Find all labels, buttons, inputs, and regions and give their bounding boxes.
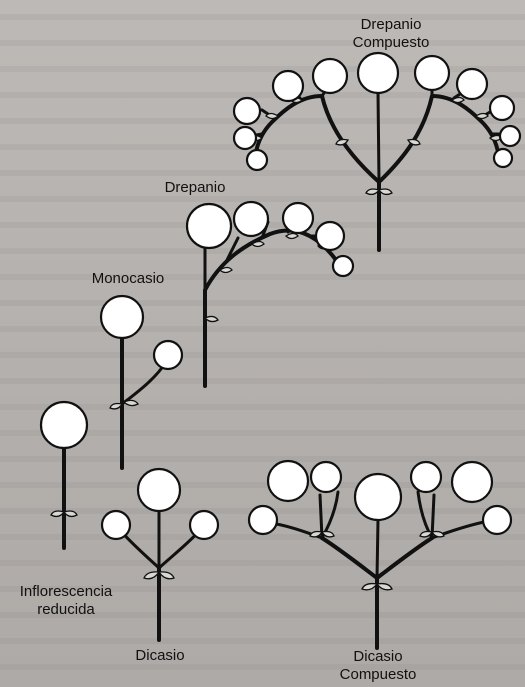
drepanio-flower-5 [333,256,353,276]
drep-comp-left-flower-3 [234,98,260,124]
dicasio-right-flower [190,511,218,539]
drep-comp-central-flower [358,53,398,93]
label-drepanio-compuesto-line1: Drepanio [335,16,447,34]
dic-comp-right-axis [377,538,432,578]
dic-comp-bract-left [362,584,377,590]
drep-comp-left-axis [256,96,379,182]
label-monocasio: Monocasio [80,270,176,288]
drep-comp-left-bract-3 [266,114,278,119]
drep-comp-right-flower-4 [500,126,520,146]
dic-comp-central-branch [377,520,378,578]
dic-comp-left-central-flower [268,461,308,501]
drepanio-flower-4 [316,222,344,250]
drep-comp-right-bract-2 [452,98,464,103]
inflorescencia-reducida-figure [41,402,87,548]
label-drepanio-compuesto-line2: Compuesto [335,34,447,52]
label-drepanio-compuesto: Drepanio Compuesto [335,16,447,52]
drep-comp-right-flower-1 [415,56,449,90]
drep-comp-left-flower-2 [273,71,303,101]
dic-comp-left-outer-flower [249,506,277,534]
drep-comp-central-branch [378,92,379,182]
dicasio-bract-left [144,572,159,579]
drep-comp-right-bract-3 [476,114,488,119]
drepanio-bract-2 [220,268,232,273]
monocasio-terminal-flower [101,296,143,338]
monocasio-figure [101,296,182,468]
drep-comp-right-axis [379,96,498,182]
dic-comp-left-inner-flower [311,462,341,492]
dicasio-compuesto-figure [249,461,511,648]
label-inflorescencia-line1: Inflorescencia [4,583,128,601]
dic-comp-right-outer-flower [483,506,511,534]
drep-comp-right-flower-2 [457,69,487,99]
drep-comp-left-flower-4 [234,127,256,149]
dic-comp-right-inner-flower [411,462,441,492]
reducida-flower [41,402,87,448]
drep-comp-right-flower-5 [494,149,512,167]
monocasio-branch [122,362,166,404]
drepanio-figure [187,202,353,386]
monocasio-bract-right [124,400,138,405]
drep-comp-left-flower-1 [313,59,347,93]
dic-comp-central-flower [355,474,401,520]
drepanio-bract-4 [286,234,298,239]
dic-comp-left-axis [322,538,377,578]
label-inflorescencia-line2: reducida [4,601,128,619]
dicasio-central-flower [138,469,180,511]
dicasio-left-flower [102,511,130,539]
label-drepanio: Drepanio [150,179,240,197]
drepanio-compuesto-figure [234,53,520,250]
drepanio-axis [205,230,336,386]
drep-comp-left-flower-5 [247,150,267,170]
drepanio-flower-3 [283,203,313,233]
dic-comp-right-central-flower [452,462,492,502]
label-dicasio: Dicasio [120,647,200,665]
dicasio-bract-right [159,572,174,579]
monocasio-lateral-flower [154,341,182,369]
dic-comp-bract-right [377,584,392,590]
label-dicasio-compuesto-line1: Dicasio [328,648,428,666]
drepanio-flower-2 [234,202,268,236]
label-dicasio-compuesto-line2: Compuesto [328,666,428,684]
label-dicasio-compuesto: Dicasio Compuesto [328,648,428,684]
drepanio-bract-3 [252,242,264,247]
drepanio-flower-1 [187,204,231,248]
drep-comp-right-flower-3 [490,96,514,120]
label-inflorescencia-reducida: Inflorescencia reducida [4,583,128,619]
